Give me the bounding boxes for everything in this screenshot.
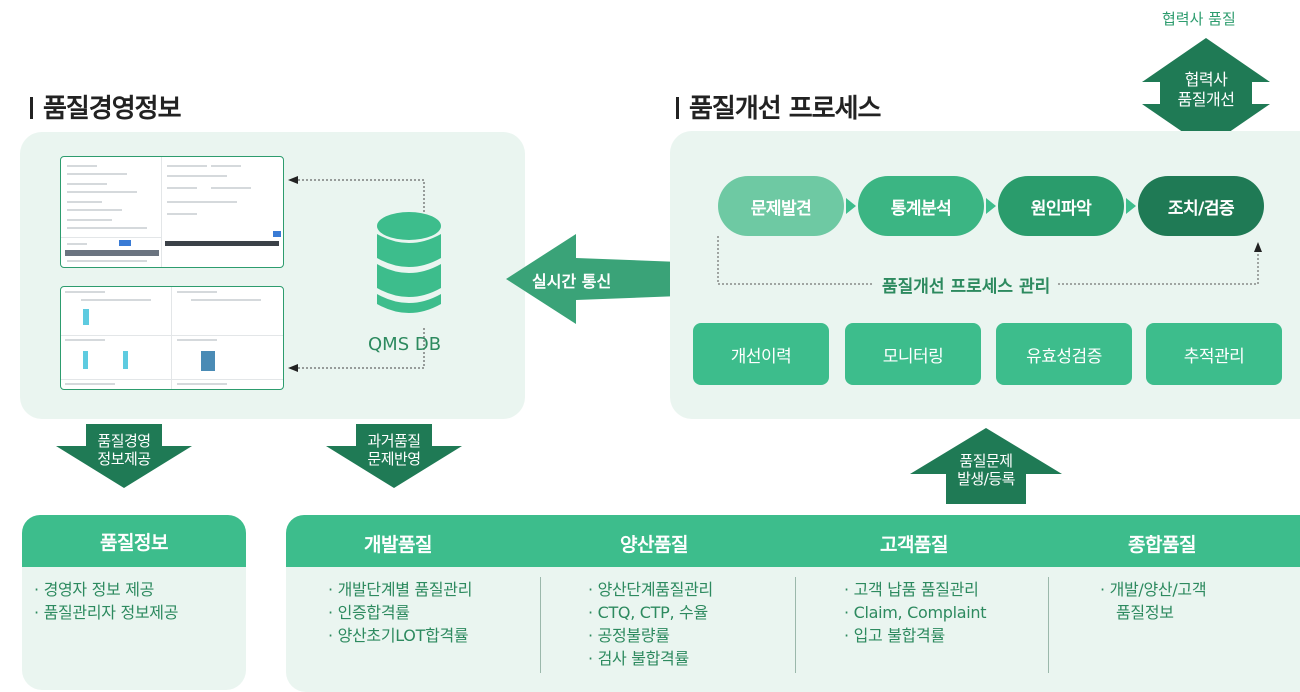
triangle-right-icon <box>846 198 856 214</box>
realtime-label: 실시간 통신 <box>532 272 612 291</box>
categories-header: 개발품질 양산품질 고객품질 종합품질 <box>286 515 1300 567</box>
up-arrow-line-1: 품질문제 <box>959 452 1013 470</box>
quality-info-item: · 품질관리자 정보제공 <box>34 603 179 622</box>
category-item: · 고객 납품 품질관리 <box>844 580 979 599</box>
left-heading-text: 품질경영정보 <box>43 94 182 124</box>
db-connector-lines <box>288 176 425 372</box>
category-title-overall: 종합품질 <box>1128 534 1196 556</box>
partner-arrow-line-2: 품질개선 <box>1177 90 1235 109</box>
down-arrow-1-line-2: 정보제공 <box>97 450 151 468</box>
category-item: · 개발단계별 품질관리 <box>328 580 473 599</box>
arrow-left-icon <box>506 234 680 324</box>
heading-bar <box>30 97 33 119</box>
category-title-customer: 고객품질 <box>880 534 948 556</box>
right-heading-text: 품질개선 프로세스 <box>689 94 881 124</box>
down-arrow-2-line-2: 문제반영 <box>367 450 421 468</box>
category-item: · CTQ, CTP, 수율 <box>588 603 708 622</box>
category-list-mass: · 양산단계품질관리 · CTQ, CTP, 수율 · 공정불량률 · 검사 불… <box>588 578 713 670</box>
category-item: · 개발/양산/고객 <box>1100 580 1207 599</box>
process-manage-label: 품질개선 프로세스 관리 <box>874 272 1059 297</box>
quality-info-list: · 경영자 정보 제공 · 품질관리자 정보제공 <box>34 578 178 624</box>
down-arrow-2-line-1: 과거품질 <box>367 432 421 450</box>
category-divider <box>795 577 796 673</box>
arrow-up-icon <box>910 428 1062 504</box>
right-heading: 품질개선 프로세스 <box>676 88 881 125</box>
database-icon <box>377 212 441 313</box>
category-item: · 양산초기LOT합격률 <box>328 626 469 645</box>
arrow-down-icon <box>326 424 462 488</box>
triangle-right-icon <box>986 198 996 214</box>
category-title-dev: 개발품질 <box>364 534 432 556</box>
category-item: · 인증합격률 <box>328 603 410 622</box>
step-action-verify: 조치/검증 <box>1138 176 1264 236</box>
category-item: · 검사 불합격률 <box>588 649 689 668</box>
partner-arrow-label: 협력사 품질개선 <box>1150 70 1262 110</box>
category-item: · 입고 불합격률 <box>844 626 945 645</box>
category-item: · Claim, Complaint <box>844 603 987 622</box>
button-effectiveness: 유효성검증 <box>996 323 1132 385</box>
down-arrow-1-label: 품질경영 정보제공 <box>84 432 164 468</box>
partner-quality-label: 협력사 품질 <box>1162 10 1236 28</box>
category-item: · 양산단계품질관리 <box>588 580 713 599</box>
button-improvement-history: 개선이력 <box>693 323 829 385</box>
category-list-customer: · 고객 납품 품질관리 · Claim, Complaint · 입고 불합격… <box>844 578 987 647</box>
category-item: 품질정보 <box>1116 603 1174 622</box>
step-root-cause: 원인파악 <box>998 176 1124 236</box>
category-divider <box>540 577 541 673</box>
step-problem-discovery: 문제발견 <box>718 176 844 236</box>
left-heading: 품질경영정보 <box>30 88 182 125</box>
category-title-mass: 양산품질 <box>620 534 688 556</box>
arrow-down-icon <box>56 424 192 488</box>
up-arrow-line-2: 발생/등록 <box>957 470 1015 488</box>
up-arrow-label: 품질문제 발생/등록 <box>946 452 1026 488</box>
category-item: · 공정불량률 <box>588 626 670 645</box>
db-label: QMS DB <box>368 334 442 355</box>
down-arrow-2-label: 과거품질 문제반영 <box>354 432 434 468</box>
quality-info-item: · 경영자 정보 제공 <box>34 580 155 599</box>
step-statistical-analysis: 통계분석 <box>858 176 984 236</box>
button-tracking: 추적관리 <box>1146 323 1282 385</box>
category-list-overall: · 개발/양산/고객 품질정보 <box>1100 578 1207 624</box>
partner-arrow-line-1: 협력사 <box>1184 70 1228 89</box>
category-list-dev: · 개발단계별 품질관리 · 인증합격률 · 양산초기LOT합격률 <box>328 578 472 647</box>
category-divider <box>1048 577 1049 673</box>
heading-bar <box>676 97 679 119</box>
categories-card <box>286 567 1300 692</box>
down-arrow-1-line-1: 품질경영 <box>97 432 151 450</box>
quality-info-header: 품질정보 <box>22 515 246 567</box>
dashboard-thumbnail-form <box>60 156 284 268</box>
triangle-right-icon <box>1126 198 1136 214</box>
quality-info-card <box>22 567 246 690</box>
button-monitoring: 모니터링 <box>845 323 981 385</box>
dashboard-thumbnail-charts <box>60 286 284 390</box>
double-arrow-icon <box>1142 38 1270 148</box>
